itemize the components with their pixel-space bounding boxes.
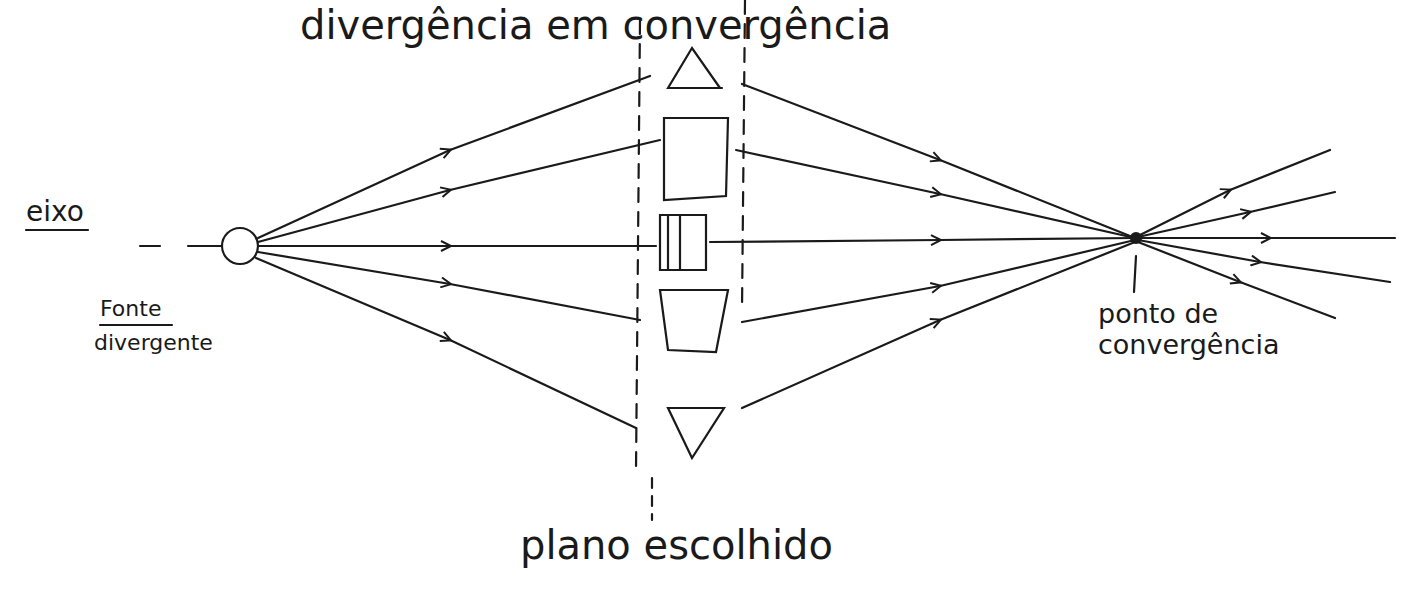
prism-element	[664, 118, 728, 200]
prism-element	[668, 48, 722, 88]
axis-line	[140, 245, 160, 247]
slab-element	[660, 215, 706, 270]
axis-line	[188, 245, 222, 247]
light-ray	[1138, 150, 1330, 236]
underline	[100, 324, 172, 326]
light-ray	[736, 150, 1135, 238]
source-circle	[222, 228, 258, 264]
light-ray	[1138, 240, 1390, 282]
source-label: Fonte	[100, 296, 161, 321]
axis-label: eixo	[26, 196, 84, 228]
plane-label: plano escolhido	[520, 522, 833, 568]
point-label: ponto de convergência	[1098, 298, 1298, 360]
light-ray	[258, 252, 640, 320]
light-ray	[742, 242, 1135, 408]
leader-line	[1134, 256, 1136, 292]
light-ray	[256, 258, 636, 428]
source-label: divergente	[94, 330, 213, 355]
underline	[26, 229, 88, 231]
light-ray	[710, 238, 1135, 242]
light-ray	[742, 240, 1135, 322]
plane-line	[651, 478, 653, 520]
light-ray	[742, 84, 1135, 238]
prism-element	[660, 290, 728, 352]
title-note: divergência em convergência	[300, 2, 891, 48]
light-ray	[1138, 237, 1395, 239]
convergence-dot	[1131, 233, 1141, 243]
light-ray	[258, 140, 660, 242]
prism-element	[668, 408, 724, 458]
light-ray	[1138, 192, 1335, 237]
light-ray	[258, 245, 656, 247]
